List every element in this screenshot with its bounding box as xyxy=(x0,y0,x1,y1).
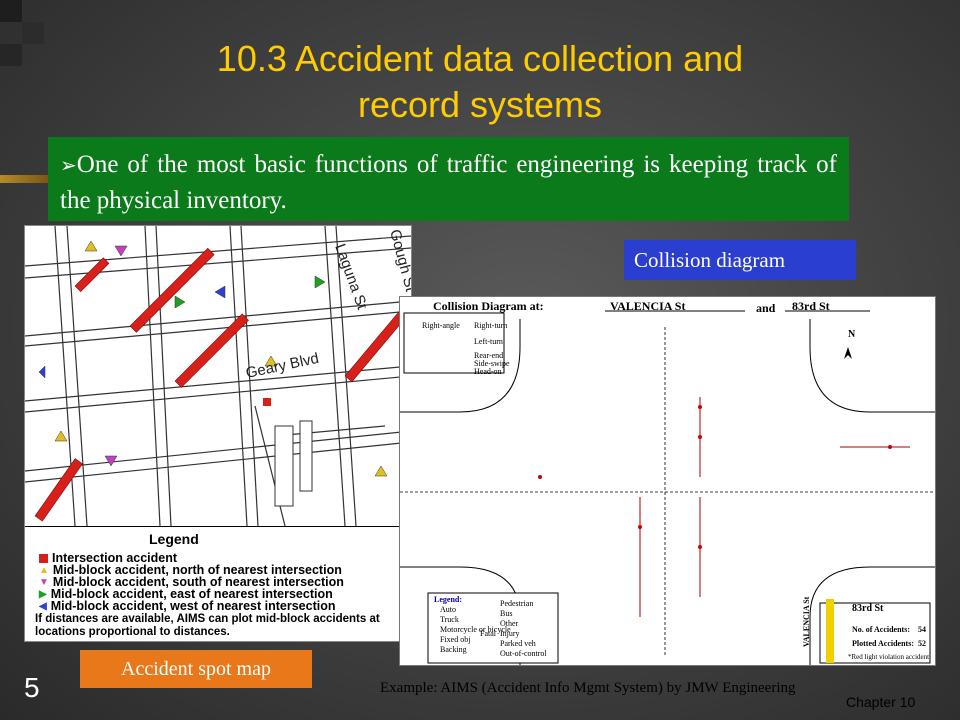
collision-and: and xyxy=(756,301,776,315)
page-number: 5 xyxy=(24,672,40,703)
corner-decoration xyxy=(22,22,44,44)
legend-backing: Backing xyxy=(440,645,467,654)
legend-parked-veh: Parked veh xyxy=(500,639,536,648)
collision-diagram-graphic xyxy=(400,310,935,665)
box-street-label: 83rd St xyxy=(852,603,884,614)
collision-legend-title: Legend: xyxy=(434,595,462,604)
north-arrow-icon xyxy=(844,347,852,359)
bullet-text: One of the most basic functions of traff… xyxy=(60,151,837,214)
collision-diagram-label: Collision diagram xyxy=(624,240,856,280)
legend-injury: Injury xyxy=(500,629,520,638)
collision-street-2: 83rd St xyxy=(792,299,830,313)
bullet-arrow-icon: ➢ xyxy=(60,153,77,177)
triangle-up-icon: ▲ xyxy=(39,564,49,576)
key-left-turn: Left-turn xyxy=(474,337,503,346)
key-rear-end: Rear-end xyxy=(474,351,504,360)
triangle-left-icon: ◀ xyxy=(39,600,47,612)
accent-stripe xyxy=(0,175,60,183)
legend-fatal: Fatal xyxy=(480,629,496,638)
side-street-label: VALENCIA St xyxy=(802,596,811,647)
street-label-laguna: Laguna St xyxy=(331,242,371,313)
plotted-value: 52 xyxy=(918,639,926,648)
legend-item: ▲ Mid-block accident, north of nearest i… xyxy=(39,563,342,577)
no-accidents-label: No. of Accidents: xyxy=(852,625,910,634)
legend-other: Other xyxy=(500,619,519,628)
key-head-on: Head-on xyxy=(474,367,502,376)
legend-bus: Bus xyxy=(500,609,513,618)
chapter-label: Chapter 10 xyxy=(846,694,916,710)
example-caption: Example: AIMS (Accident Info Mgmt System… xyxy=(380,680,796,696)
legend-note: If distances are available, AIMS can plo… xyxy=(35,613,380,638)
legend-title: Legend xyxy=(149,531,199,547)
intersection-marker-icon xyxy=(39,553,48,563)
legend-item: ▶ Mid-block accident, east of nearest in… xyxy=(39,587,333,601)
key-right-turn: Right-turn xyxy=(474,321,508,330)
north-label: N xyxy=(848,329,856,340)
legend-truck: Truck xyxy=(440,615,459,624)
triangle-right-icon: ▶ xyxy=(39,588,47,600)
legend-item: ◀ Mid-block accident, west of nearest in… xyxy=(39,599,336,613)
bullet-box: ➢One of the most basic functions of traf… xyxy=(48,137,849,221)
footnote: *Red light violation accident xyxy=(848,653,930,661)
no-accidents-value: 54 xyxy=(918,625,926,634)
title-line-1: 10.3 Accident data collection and xyxy=(216,38,744,79)
map-legend: Legend Intersection accident ▲ Mid-block… xyxy=(25,526,411,641)
accident-spot-map-label: Accident spot map xyxy=(80,650,312,688)
street-map-graphic: Laguna St Gough St Geary Blvd xyxy=(25,226,411,527)
plotted-label: Plotted Accidents: xyxy=(852,639,914,648)
legend-pedestrian: Pedestrian xyxy=(500,599,534,608)
collision-header: Collision Diagram at: xyxy=(433,299,544,313)
corner-decoration xyxy=(0,44,22,66)
collision-diagram: Collision Diagram at: VALENCIA St and 83… xyxy=(399,296,936,666)
title-line-2: record systems xyxy=(357,84,603,125)
key-right-angle: Right-angle xyxy=(422,321,460,330)
corner-decoration xyxy=(0,0,22,22)
accident-markers xyxy=(34,240,411,522)
triangle-down-icon: ▼ xyxy=(39,576,49,588)
slide-title: 10.3 Accident data collection and record… xyxy=(140,36,820,128)
accident-spot-map: Laguna St Gough St Geary Blvd Legend Int… xyxy=(24,225,412,642)
street-label-gough: Gough St xyxy=(386,228,411,294)
legend-out-of-control: Out-of-control xyxy=(500,649,547,658)
key-side-swipe: Side-swipe xyxy=(474,359,510,368)
legend-item: Intersection accident xyxy=(39,551,177,565)
collision-street-1: VALENCIA St xyxy=(610,299,686,313)
legend-auto: Auto xyxy=(440,605,456,614)
legend-fixed-obj: Fixed obj xyxy=(440,635,471,644)
legend-motorcycle: Motorcycle or bicycle xyxy=(440,625,511,634)
legend-item: ▼ Mid-block accident, south of nearest i… xyxy=(39,575,344,589)
